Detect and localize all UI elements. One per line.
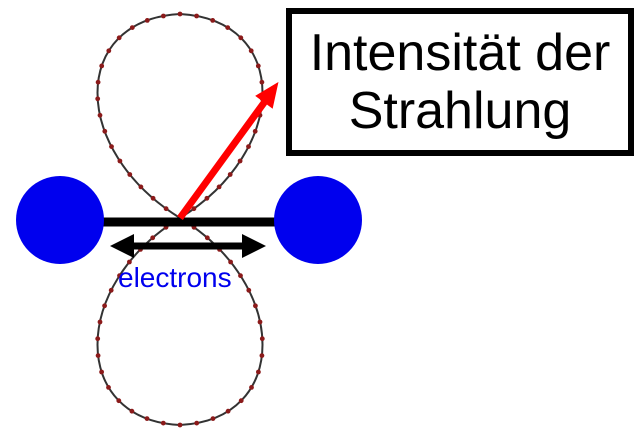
lobe-marker: [130, 25, 135, 30]
lobe-marker: [249, 48, 254, 53]
lobe-marker: [260, 80, 265, 85]
lobe-marker: [205, 196, 210, 201]
lobe-marker: [253, 303, 258, 308]
radiation-intensity-label-box: Intensität der Strahlung: [286, 8, 634, 156]
lobe-marker: [260, 353, 265, 358]
lobe-marker: [194, 421, 199, 426]
lobe-marker: [260, 336, 265, 341]
lobe-marker: [118, 159, 123, 164]
lobe-marker: [256, 370, 261, 375]
electron-arrow-right-head: [242, 234, 266, 258]
lobe-marker: [228, 172, 233, 177]
lobe-marker: [239, 398, 244, 403]
lobe-marker: [98, 113, 103, 118]
electrons-label: electrons: [118, 262, 232, 294]
lobe-marker: [102, 303, 107, 308]
right-atom-circle: [274, 176, 362, 264]
lobe-marker: [95, 336, 100, 341]
lobe-marker: [238, 35, 243, 40]
lobe-marker: [238, 273, 243, 278]
lobe-marker: [178, 423, 183, 428]
lobe-marker: [178, 12, 183, 17]
lobe-marker: [246, 144, 251, 149]
lobe-marker: [225, 25, 230, 30]
left-atom-circle: [16, 176, 104, 264]
lobe-marker: [99, 370, 104, 375]
lobe-marker: [102, 129, 107, 134]
lobe-marker: [96, 80, 101, 85]
lobe-marker: [130, 409, 135, 414]
lobe-marker: [217, 185, 222, 190]
upper-radiation-lobe: [98, 14, 263, 218]
lobe-marker: [211, 416, 216, 421]
lobe-marker: [106, 385, 111, 390]
lobe-marker: [96, 353, 101, 358]
lobe-marker: [256, 64, 261, 69]
lobe-marker: [246, 288, 251, 293]
electron-arrow-left-head: [110, 234, 134, 258]
lobe-marker: [253, 129, 258, 134]
lobe-marker: [238, 159, 243, 164]
radiation-intensity-arrow: [180, 100, 266, 218]
lobe-marker: [145, 18, 150, 23]
lobe-marker: [161, 421, 166, 426]
lobe-marker: [106, 48, 111, 53]
lobe-marker: [210, 18, 215, 23]
lobe-marker: [161, 14, 166, 19]
lobe-marker: [99, 64, 104, 69]
lobe-marker: [226, 409, 231, 414]
lobe-marker: [151, 196, 156, 201]
lobe-marker: [164, 206, 169, 211]
lobe-marker: [249, 385, 254, 390]
label-line-1: Intensität der: [310, 24, 611, 82]
lobe-marker: [109, 288, 114, 293]
lobe-marker: [95, 96, 100, 101]
lobe-marker: [145, 416, 150, 421]
lobe-marker: [150, 235, 155, 240]
lobe-marker: [127, 172, 132, 177]
lobe-marker: [98, 320, 103, 325]
lobe-marker: [205, 235, 210, 240]
lobe-marker: [116, 398, 121, 403]
label-line-2: Strahlung: [349, 82, 572, 140]
lobe-marker: [194, 14, 199, 19]
lobe-marker: [109, 144, 114, 149]
lobe-marker: [258, 320, 263, 325]
lobe-marker: [117, 35, 122, 40]
lobe-marker: [139, 185, 144, 190]
